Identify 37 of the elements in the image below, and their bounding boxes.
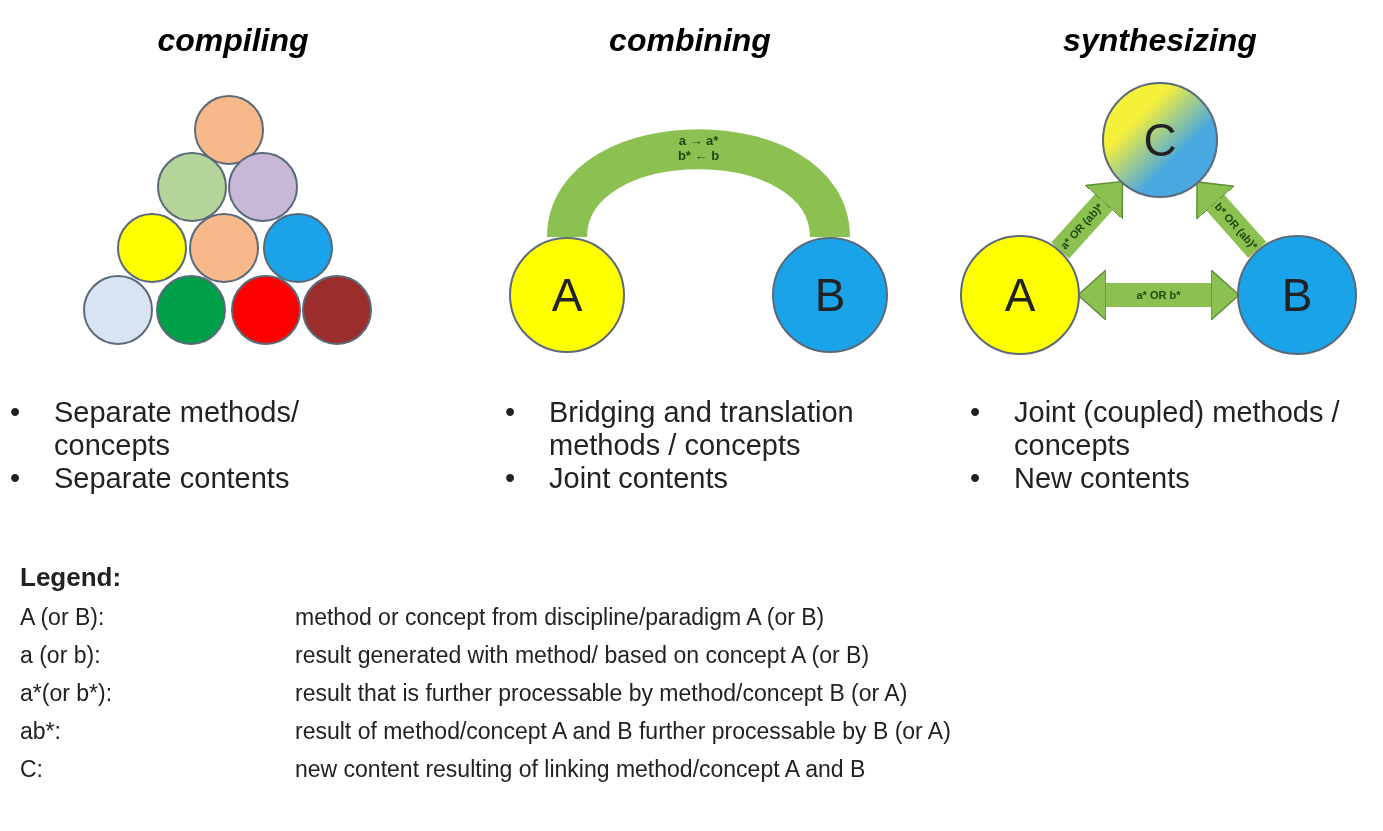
bullet-mark: • — [969, 396, 982, 430]
bullet-text: New contents — [1014, 462, 1190, 495]
definition-text: result generated with method/ based on concept A (or B) — [295, 642, 870, 669]
circle-letter: A — [551, 268, 583, 322]
bullet-text: Separate contents — [54, 462, 290, 495]
panel-heading: combining — [609, 22, 771, 59]
circle-letter: B — [814, 268, 846, 322]
panel-heading: synthesizing — [1063, 22, 1257, 59]
colored-circle — [189, 213, 259, 283]
panel-heading: compiling — [157, 22, 309, 59]
colored-circle — [157, 152, 227, 222]
colored-circle — [263, 213, 333, 283]
definition-text: new content resulting of linking method/concept A and B — [295, 756, 866, 783]
term-text: a*(or b*): — [20, 680, 113, 707]
circle-letter: C — [1143, 113, 1177, 167]
bullet-mark: • — [504, 396, 517, 430]
term-text: C: — [20, 756, 43, 783]
bullet-mark: • — [969, 462, 982, 495]
bullet-text: Separate methods/ concepts — [54, 396, 301, 462]
term-text: A (or B): — [20, 604, 105, 631]
bullet-text: Joint contents — [549, 462, 728, 495]
bullet-text: Bridging and translation methods / concepts — [549, 396, 855, 462]
bullet-mark: • — [9, 462, 22, 495]
circle-letter: B — [1281, 268, 1313, 322]
circle-letter: A — [1004, 268, 1036, 322]
block-arrow — [1051, 180, 1124, 259]
legend-heading: Legend: — [20, 562, 122, 593]
bullet-mark: • — [9, 396, 22, 430]
definition-text: result of method/concept A and B further processable by B (or A) — [295, 718, 951, 745]
block-arrow — [1196, 181, 1267, 258]
bullet-text: Joint (coupled) methods / concepts — [1014, 396, 1341, 462]
definition-text: result that is further processable by method/concept B (or A) — [295, 680, 908, 707]
definition-text: method or concept from discipline/paradigm A (or B) — [295, 604, 825, 631]
term-text: ab*: — [20, 718, 61, 745]
term-text: a (or b): — [20, 642, 101, 669]
colored-circle — [117, 213, 187, 283]
bullet-mark: • — [504, 462, 517, 495]
